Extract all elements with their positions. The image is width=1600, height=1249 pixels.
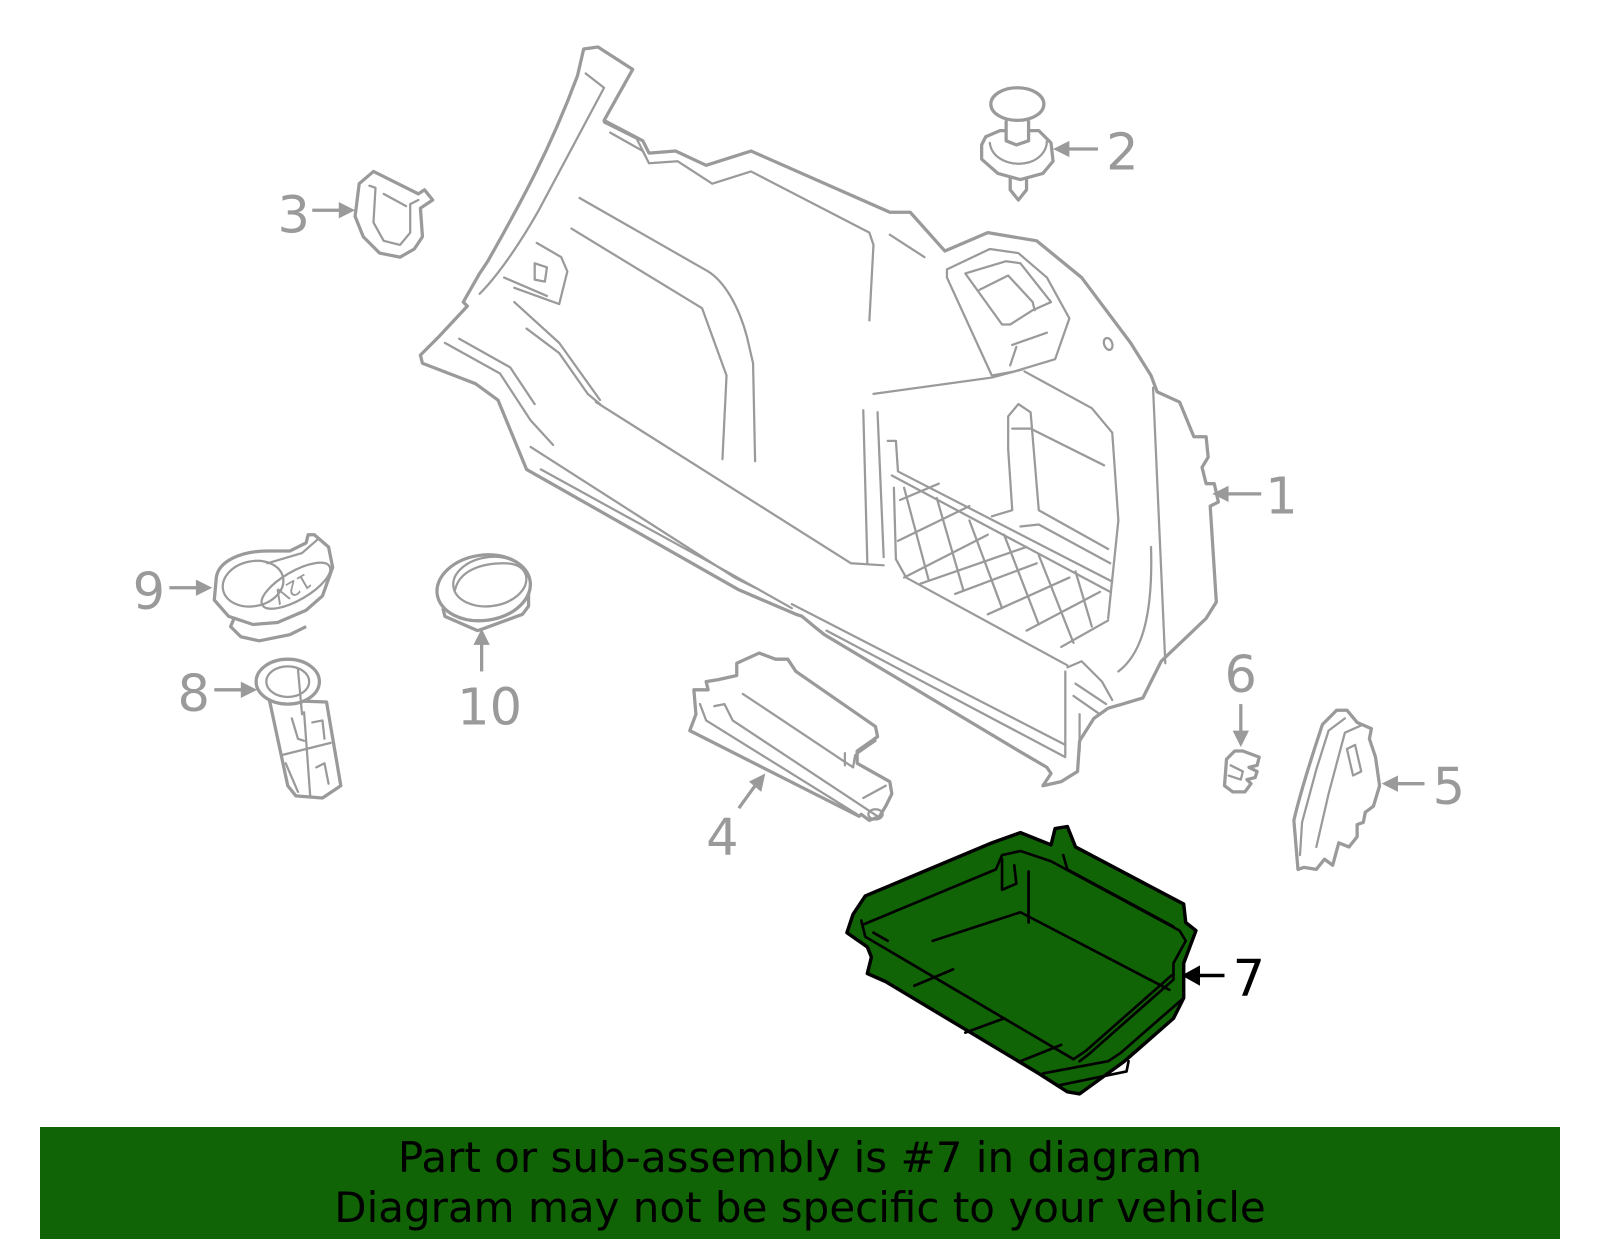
callout-3: 3: [278, 187, 356, 246]
banner-disclaimer: Diagram may not be specific to your vehi…: [334, 1183, 1266, 1232]
callout-label-1: 1: [1265, 467, 1297, 526]
info-banner: Part or sub-assembly is #7 in diagram Di…: [40, 1127, 1560, 1239]
part-9-12v-outlet-cap[interactable]: 12V: [212, 533, 336, 643]
callout-8: 8: [178, 665, 258, 724]
callout-2: 2: [1053, 123, 1139, 182]
callout-label-6: 6: [1224, 646, 1256, 705]
callout-label-4: 4: [706, 809, 738, 868]
callout-label-7: 7: [1233, 950, 1265, 1009]
callout-label-3: 3: [278, 187, 310, 246]
callout-label-9: 9: [133, 563, 165, 622]
net-crosshatch: [896, 482, 1110, 649]
part-10-grommet[interactable]: [433, 549, 535, 633]
callout-label-5: 5: [1433, 758, 1465, 817]
callout-label-2: 2: [1106, 123, 1138, 182]
part-4-bracket[interactable]: [688, 651, 894, 823]
callout-9: 9: [133, 563, 213, 622]
callout-10: 10: [457, 628, 522, 738]
part-6-small-clip[interactable]: [1222, 749, 1261, 794]
part-3-clip[interactable]: [353, 169, 435, 259]
part-7-storage-tray-highlighted[interactable]: [845, 824, 1198, 1096]
callout-6: 6: [1224, 646, 1257, 747]
part-1-quarter-trim-panel[interactable]: [418, 45, 1220, 788]
part-8-power-socket[interactable]: [254, 657, 343, 800]
callout-1: 1: [1212, 467, 1298, 526]
banner-part-notice: Part or sub-assembly is #7 in diagram: [397, 1133, 1203, 1182]
part-5-side-cover[interactable]: [1292, 708, 1382, 872]
part-2-push-pin[interactable]: [980, 86, 1055, 202]
callout-label-10: 10: [457, 679, 522, 738]
callout-label-8: 8: [178, 665, 210, 724]
callout-7: 7: [1181, 950, 1265, 1009]
callout-5: 5: [1381, 758, 1465, 817]
callout-4: 4: [706, 773, 766, 868]
